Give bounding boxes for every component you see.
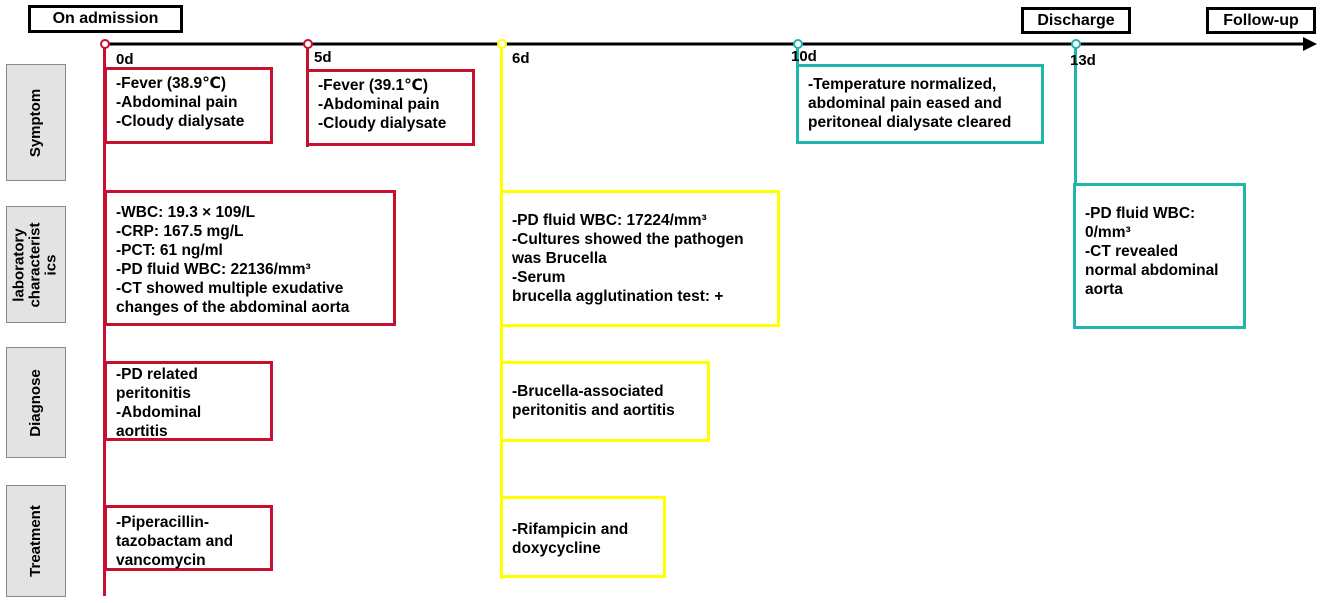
lab-day0-line: -CT showed multiple exudative: [116, 280, 344, 297]
treatment-box-day0: -Piperacillin- tazobactam and vancomycin: [104, 505, 273, 571]
diagnose-day6-line: peritonitis and aortitis: [512, 402, 675, 419]
symptom-day10-line: abdominal pain eased and: [808, 95, 1002, 112]
diagnose-day0-line: -Abdominal: [116, 404, 202, 421]
lab-day6-line: -Serum: [512, 269, 566, 286]
diagnose-box-day6: -Brucella-associated peritonitis and aor…: [500, 361, 710, 442]
treatment-day6-line: doxycycline: [512, 540, 601, 557]
lab-day6-line: was Brucella: [512, 250, 607, 267]
lab-day6-line: -Cultures showed the pathogen: [512, 231, 744, 248]
symptom-day5-line: -Abdominal pain: [318, 96, 440, 113]
timeline-arrowhead: [1303, 37, 1317, 51]
lab-day6-line: -PD fluid WBC: 17224/mm³: [512, 212, 707, 229]
treatment-day0-line: tazobactam and: [116, 533, 234, 550]
lab-day0-line: -PCT: 61 ng/ml: [116, 242, 223, 259]
day-label-0d: 0d: [116, 51, 134, 68]
diagnose-day0-line: peritonitis: [116, 385, 191, 402]
diagnose-text: Diagnose: [27, 368, 45, 437]
symptom-day5-line: -Fever (39.1℃): [318, 77, 429, 94]
day-label-10d: 10d: [791, 48, 817, 65]
lab-box-day13: -PD fluid WBC: 0/mm³ -CT revealed normal…: [1073, 183, 1246, 329]
treatment-text: Treatment: [27, 505, 45, 577]
lab-day13-line: aorta: [1085, 281, 1123, 298]
lab-box-day6: -PD fluid WBC: 17224/mm³ -Cultures showe…: [500, 190, 780, 327]
symptom-day10-line: peritoneal dialysate cleared: [808, 114, 1012, 131]
lab-day13-line: -PD fluid WBC:: [1085, 205, 1196, 222]
row-label-symptom: Symptom: [6, 64, 66, 181]
lab-day0-line: -PD fluid WBC: 22136/mm³: [116, 261, 311, 278]
symptom-day10-line: -Temperature normalized,: [808, 76, 997, 93]
day-label-5d: 5d: [314, 49, 332, 66]
day10-marker: [793, 39, 803, 49]
follow-up-label: Follow-up: [1206, 7, 1316, 34]
lab-day0-line: changes of the abdominal aorta: [116, 299, 350, 316]
discharge-label: Discharge: [1021, 7, 1131, 34]
lab-day13-line: -CT revealed: [1085, 243, 1179, 260]
row-label-laboratory: laboratory characterist ics: [6, 206, 66, 323]
diagnose-day6-line: -Brucella-associated: [512, 383, 664, 400]
lab-day13-line: 0/mm³: [1085, 224, 1131, 241]
lab-line-3: ics: [43, 254, 60, 275]
symptom-box-day0: -Fever (38.9℃) -Abdominal pain -Cloudy d…: [104, 67, 273, 144]
day-label-13d: 13d: [1070, 52, 1096, 69]
symptom-day0-line: -Cloudy dialysate: [116, 113, 245, 130]
treatment-day6-line: -Rifampicin and: [512, 521, 629, 538]
day0-marker: [100, 39, 110, 49]
symptom-day5-line: -Cloudy dialysate: [318, 115, 447, 132]
diagnose-box-day0: -PD related peritonitis -Abdominal aorti…: [104, 361, 273, 441]
day5-marker: [303, 39, 313, 49]
laboratory-text: laboratory characterist ics: [11, 222, 60, 307]
row-label-diagnose: Diagnose: [6, 347, 66, 458]
day-label-6d: 6d: [512, 50, 530, 67]
day13-vertical-line: [1074, 44, 1077, 184]
lab-day0-line: -WBC: 19.3 × 109/L: [116, 204, 256, 221]
lab-day6-line: brucella agglutination test: +: [512, 288, 724, 305]
diagnose-day0-line: -PD related: [116, 366, 198, 383]
lab-day0-line: -CRP: 167.5 mg/L: [116, 223, 244, 240]
symptom-box-day5: -Fever (39.1℃) -Abdominal pain -Cloudy d…: [306, 69, 475, 146]
symptom-day0-line: -Abdominal pain: [116, 94, 238, 111]
symptom-day0-line: -Fever (38.9℃): [116, 75, 227, 92]
day6-marker: [497, 39, 507, 49]
diagnose-day0-line: aortitis: [116, 423, 168, 440]
row-label-treatment: Treatment: [6, 485, 66, 597]
symptom-text: Symptom: [27, 88, 44, 157]
symptom-box-day10: -Temperature normalized, abdominal pain …: [796, 64, 1044, 144]
treatment-day0-line: vancomycin: [116, 552, 206, 569]
day13-marker: [1071, 39, 1081, 49]
lab-day13-line: normal abdominal: [1085, 262, 1219, 279]
treatment-box-day6: -Rifampicin and doxycycline: [500, 496, 666, 578]
on-admission-label: On admission: [28, 5, 183, 33]
treatment-day0-line: -Piperacillin-: [116, 514, 210, 531]
lab-box-day0: -WBC: 19.3 × 109/L -CRP: 167.5 mg/L -PCT…: [104, 190, 396, 326]
